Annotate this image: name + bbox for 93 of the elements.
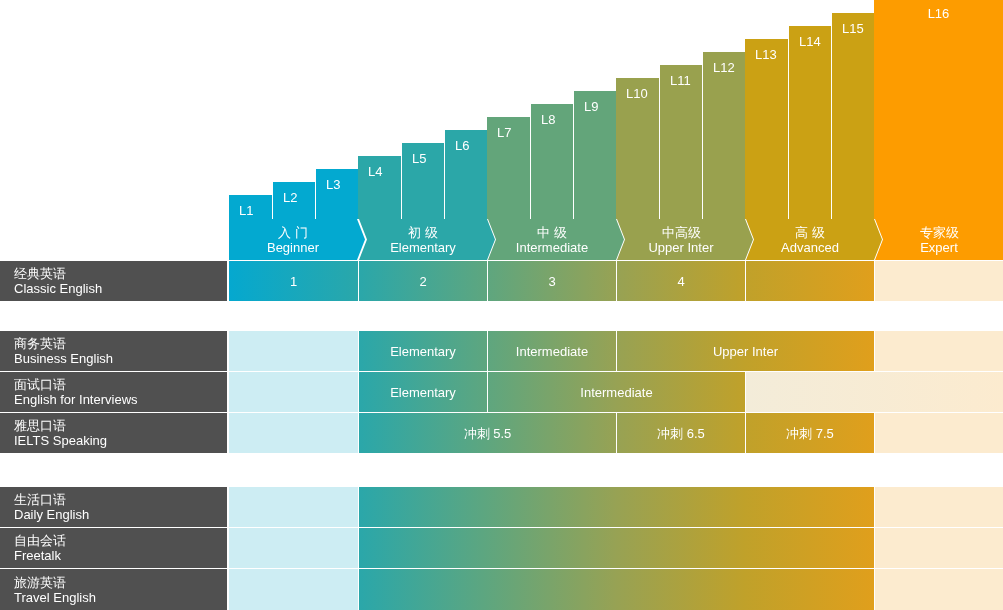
level-step (316, 169, 358, 219)
level-band (617, 331, 874, 371)
band-label: Upper Inter (712, 343, 778, 359)
level-label: L8 (541, 112, 556, 127)
band-label: 冲刺 7.5 (786, 425, 834, 441)
course-name: 生活口语 (14, 492, 66, 507)
course-name: 旅游英语 (14, 574, 66, 590)
course-name: 商务英语 (14, 336, 66, 351)
level-band (359, 413, 616, 453)
level-band (229, 261, 358, 301)
band-label: 1 (289, 273, 298, 289)
course-english-name: Travel English (14, 589, 96, 605)
course-name: 自由会话 (14, 533, 66, 548)
stage-band (746, 219, 882, 260)
band-label: Intermediate (580, 384, 653, 400)
level-step (616, 78, 659, 219)
band-label: 4 (677, 273, 685, 289)
level-label: L4 (368, 164, 383, 179)
course-name: 经典英语 (14, 266, 66, 281)
level-step (574, 91, 616, 219)
course-header (0, 331, 227, 371)
level-label: L9 (584, 99, 599, 114)
level-band (359, 372, 487, 412)
level-band (617, 413, 745, 453)
stage-name: 初 级 (408, 224, 438, 240)
level-step (229, 195, 272, 219)
course-header (0, 413, 227, 453)
course-english-name: English for Interviews (14, 392, 138, 407)
course-english-name: Daily English (14, 507, 90, 522)
band-label: 3 (548, 273, 556, 289)
level-band (488, 261, 616, 301)
course-name: 面试口语 (14, 377, 66, 392)
band-label: 2 (419, 273, 427, 289)
stage-band (617, 219, 753, 260)
level-step (660, 65, 702, 219)
stage-band (229, 219, 365, 260)
level-step (273, 182, 315, 219)
level-label: L7 (497, 125, 512, 140)
level-label: L15 (842, 21, 864, 36)
level-step (358, 156, 401, 219)
level-label: L14 (799, 34, 821, 49)
level-label: L13 (755, 47, 777, 62)
level-label: L1 (239, 203, 254, 218)
stage-english-name: Expert (920, 239, 958, 255)
stage-english-name: Upper Inter (648, 239, 714, 255)
band-label: Intermediate (515, 343, 589, 359)
level-label: L3 (326, 177, 341, 192)
level-band (746, 413, 874, 453)
level-step (745, 39, 788, 219)
level-band (488, 372, 745, 412)
level-step (789, 26, 831, 219)
level-label: L2 (283, 190, 298, 205)
course-english-name: Freetalk (14, 548, 61, 563)
course-header (0, 487, 227, 527)
level-label: L16 (926, 6, 951, 21)
level-label: L10 (626, 86, 648, 101)
stage-band (359, 219, 495, 260)
course-header (0, 569, 227, 610)
course-english-name: Classic English (14, 281, 103, 296)
stage-english-name: Elementary (390, 239, 456, 255)
level-step (703, 52, 745, 219)
band-label: 冲刺 6.5 (657, 425, 705, 441)
band-label: 冲刺 5.5 (463, 425, 512, 441)
course-header (0, 372, 227, 412)
level-label: L5 (412, 151, 427, 166)
stage-name: 专家级 (919, 224, 959, 240)
level-band (359, 261, 487, 301)
stage-name: 入 门 (278, 224, 308, 240)
stage-name: 高 级 (795, 224, 825, 240)
level-label: L6 (455, 138, 470, 153)
level-step (445, 130, 487, 219)
level-band (359, 331, 487, 371)
level-label: L12 (713, 60, 735, 75)
stage-english-name: Advanced (781, 239, 839, 255)
level-label: L11 (670, 73, 691, 88)
level-step (531, 104, 573, 219)
level-step (487, 117, 530, 219)
course-header (0, 261, 227, 301)
level-band (617, 261, 745, 301)
course-header (0, 528, 227, 568)
level-step (832, 13, 874, 219)
band-label: Elementary (390, 343, 456, 359)
level-step (402, 143, 444, 219)
stage-english-name: Intermediate (515, 239, 589, 255)
course-english-name: Business English (14, 351, 113, 366)
stage-name: 中 级 (537, 224, 567, 240)
stage-english-name: Beginner (266, 239, 319, 255)
band-label: Elementary (390, 384, 456, 400)
course-english-name: IELTS Speaking (14, 433, 107, 448)
course-name: 雅思口语 (14, 418, 66, 433)
level-band (488, 331, 616, 371)
stage-name: 中高级 (661, 224, 701, 240)
stage-band (488, 219, 624, 260)
